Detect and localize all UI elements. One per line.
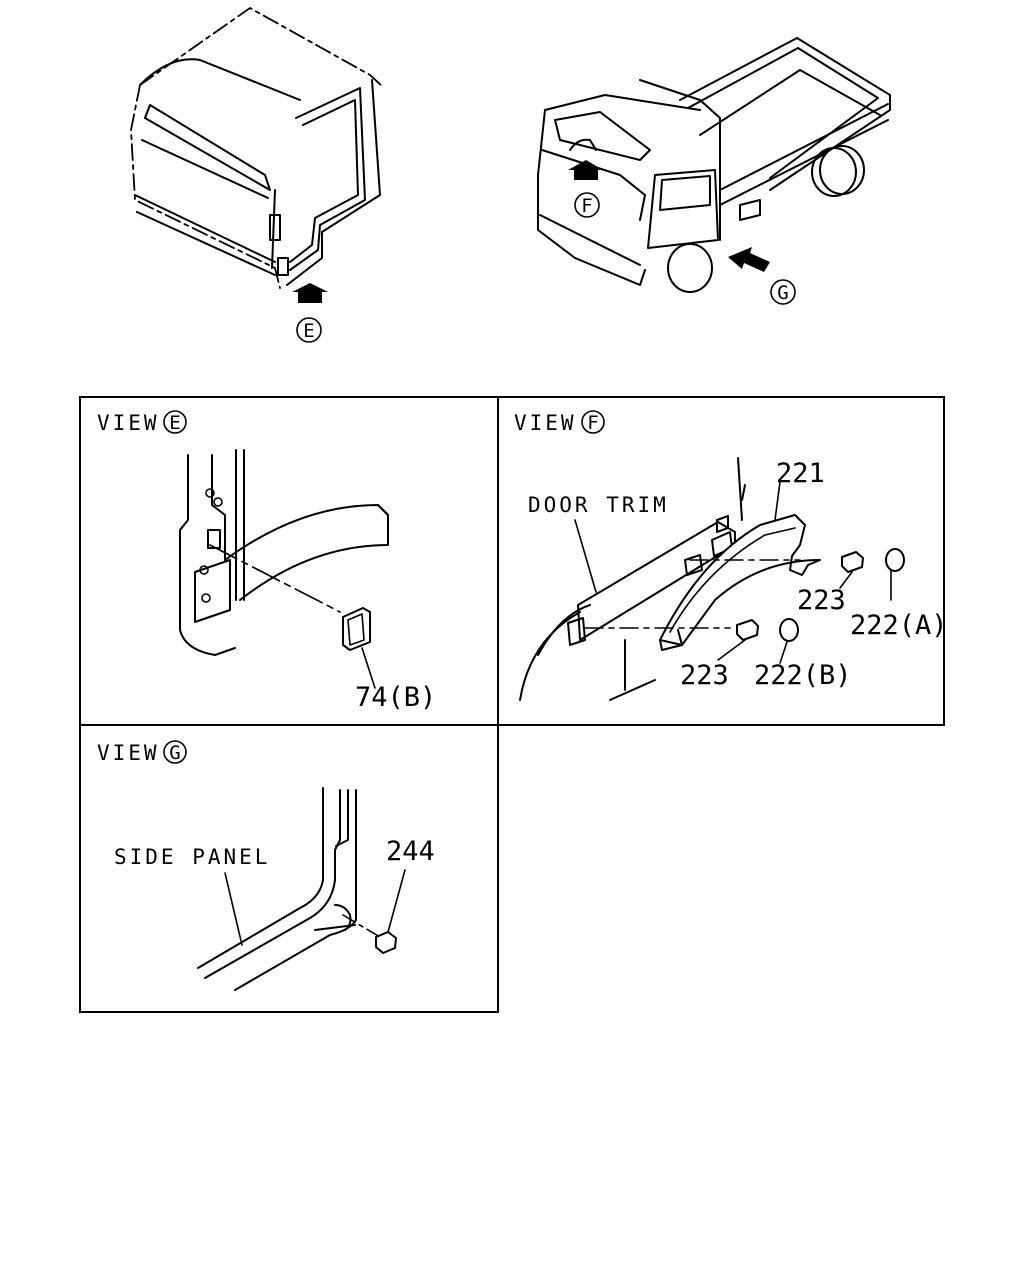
part-222a-label: 222(A)	[850, 610, 948, 641]
door-trim-label: DOOR TRIM	[528, 493, 669, 517]
part-222b-cap-icon	[779, 618, 799, 642]
view-f-letter: F	[587, 412, 598, 434]
part-222b-label: 222(B)	[754, 660, 852, 691]
part-244-clip-icon	[375, 931, 397, 954]
view-g-title: VIEW	[97, 741, 160, 765]
part-221-label: 221	[776, 458, 825, 489]
view-f-panel: VIEW F DOOR TRIM 221 223 222(A) 223	[514, 410, 948, 701]
view-e-title: VIEW	[97, 411, 160, 435]
part-74b-label: 74(B)	[355, 682, 436, 713]
view-e-arrow-icon	[292, 283, 328, 303]
view-g-letter: G	[169, 742, 180, 764]
view-e-letter: E	[169, 412, 180, 434]
view-g-arrow-icon	[728, 247, 770, 272]
callout-g-label: G	[777, 282, 788, 304]
side-panel-label: SIDE PANEL	[114, 845, 270, 869]
truck-illustration: F G	[537, 37, 891, 305]
callout-e-label: E	[303, 320, 314, 342]
part-74b-grommet-icon	[342, 607, 371, 651]
view-f-title: VIEW	[514, 411, 577, 435]
part-223-lower-screw-icon	[736, 619, 759, 641]
callout-f-label: F	[581, 195, 592, 217]
part-221-trim-molding-icon	[659, 514, 821, 646]
part-223-upper-label: 223	[797, 585, 846, 616]
part-222a-cap-icon	[885, 548, 905, 572]
view-f-arrow-icon	[568, 160, 603, 180]
part-244-label: 244	[386, 836, 435, 867]
part-223-lower-label: 223	[680, 660, 729, 691]
view-panels-frame	[79, 396, 945, 1013]
cab-front-illustration: E	[130, 6, 384, 343]
view-g-panel: VIEW G SIDE PANEL 244	[97, 740, 435, 991]
view-e-panel: VIEW E 74(B)	[97, 410, 436, 713]
part-223-upper-screw-icon	[841, 551, 864, 573]
